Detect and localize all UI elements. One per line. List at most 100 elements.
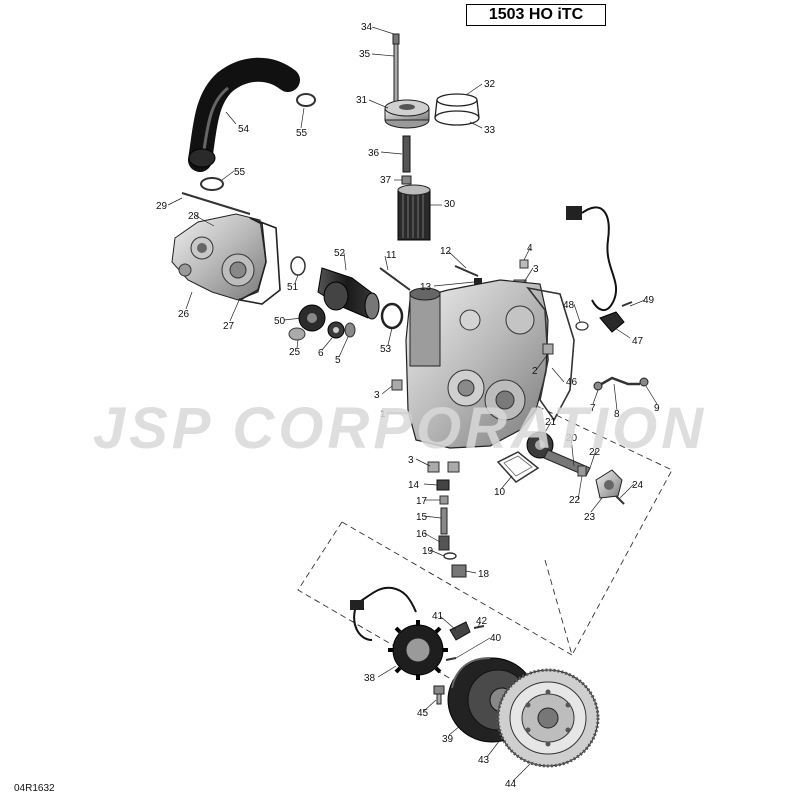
callout-5: 5 — [335, 355, 341, 366]
callout-15: 15 — [416, 512, 428, 523]
callout-8: 8 — [614, 409, 620, 420]
callout-49: 49 — [643, 295, 655, 306]
callout-9: 9 — [654, 403, 660, 414]
callout-45: 45 — [417, 708, 429, 719]
callout-53: 53 — [380, 344, 392, 355]
callout-52: 52 — [334, 248, 346, 259]
callout-39: 39 — [442, 734, 454, 745]
leader-lines — [167, 26, 658, 782]
callout-37: 37 — [380, 175, 392, 186]
seal-part-5 — [344, 322, 356, 338]
callout-12: 12 — [440, 246, 452, 257]
callout-50: 50 — [274, 316, 286, 327]
fitting-part-9 — [639, 377, 649, 387]
clamp-part-51 — [290, 256, 306, 276]
callout-29: 29 — [156, 201, 168, 212]
callout-33: 33 — [484, 125, 496, 136]
washer-part-22 — [577, 465, 587, 477]
valve-part-15 — [440, 507, 448, 535]
oil-filter-cover-part-31 — [384, 99, 430, 129]
callout-31: 31 — [356, 95, 368, 106]
callout-7: 7 — [590, 403, 596, 414]
gasket-inner-part-10 — [503, 455, 533, 477]
gasket-part-10 — [496, 451, 540, 483]
washer-part-37 — [401, 175, 412, 185]
callout-22: 22 — [589, 447, 601, 458]
dowel-part-2 — [542, 343, 554, 355]
pump-shaft-assembly-part-52 — [317, 267, 380, 320]
callout-51: 51 — [287, 282, 299, 293]
dowel-part-3b — [391, 379, 403, 391]
callout-25: 25 — [289, 347, 301, 358]
callout-48: 48 — [563, 300, 575, 311]
callout-24: 24 — [632, 480, 644, 491]
callout-42: 42 — [476, 616, 488, 627]
bolt-part-12 — [454, 265, 479, 277]
callout-23: 23 — [584, 512, 596, 523]
stator-part-38 — [350, 586, 448, 680]
callout-10: 10 — [494, 487, 506, 498]
bolt-part-11 — [379, 267, 411, 291]
o-ring-part-32-33 — [434, 93, 480, 126]
callout-3: 3 — [374, 390, 380, 401]
magneto-housing-part-1 — [405, 279, 549, 449]
plug-part-18 — [451, 564, 467, 578]
callout-3: 3 — [533, 264, 539, 275]
clip-part-41 — [449, 621, 471, 641]
callout-labels: 1 2 3 3 3 3 4 5 6 7 8 9 10 11 12 13 14 1… — [156, 22, 660, 790]
callout-41: 41 — [432, 611, 444, 622]
callout-3: 3 — [408, 455, 414, 466]
oil-filter-part-30 — [397, 184, 431, 241]
oil-pipe-part-8 — [597, 376, 640, 388]
callout-11: 11 — [386, 250, 397, 261]
model-title: 1503 HO iTC — [466, 4, 606, 26]
ring-gear-part-44 — [496, 668, 600, 768]
spring-part-36 — [402, 135, 411, 173]
callout-19: 19 — [422, 546, 434, 557]
o-ring-part-19 — [443, 552, 457, 560]
callout-34: 34 — [361, 22, 373, 33]
callout-1: 1 — [380, 409, 386, 420]
callout-2: 2 — [532, 366, 538, 377]
reference-code: 04R1632 — [14, 783, 55, 794]
callout-6: 6 — [318, 348, 324, 359]
gear-part-21 — [526, 431, 554, 459]
screw-part-49 — [621, 301, 633, 307]
callout-40: 40 — [490, 633, 502, 644]
callout-26: 26 — [178, 309, 190, 320]
plug-part-14 — [436, 479, 450, 491]
callout-28: 28 — [188, 211, 200, 222]
callout-47: 47 — [632, 336, 644, 347]
callout-14: 14 — [408, 480, 420, 491]
intake-hose-part-54 — [188, 57, 300, 172]
fitting-part-7 — [593, 381, 603, 391]
o-ring-part-48 — [575, 321, 589, 331]
hose-clamp-part-55 — [200, 93, 316, 191]
callout-21: 21 — [545, 417, 557, 428]
spring-part-16 — [438, 535, 450, 551]
screw-part-42 — [473, 625, 485, 629]
callout-35: 35 — [359, 49, 371, 60]
callout-38: 38 — [364, 673, 376, 684]
callout-4: 4 — [527, 243, 533, 254]
impeller-part-50 — [298, 304, 326, 332]
callout-55: 55 — [296, 128, 308, 139]
callout-22: 22 — [569, 495, 581, 506]
plug-part-13 — [474, 278, 482, 286]
callout-44: 44 — [505, 779, 517, 790]
callout-18: 18 — [478, 569, 490, 580]
bearing-part-6 — [327, 321, 345, 339]
callout-32: 32 — [484, 79, 496, 90]
callout-55: 55 — [234, 167, 246, 178]
screw-part-24 — [615, 495, 625, 505]
callout-30: 30 — [444, 199, 456, 210]
pump-gasket-part-27 — [237, 217, 281, 305]
callout-43: 43 — [478, 755, 490, 766]
callout-13: 13 — [420, 282, 432, 293]
pump-cover-part-23 — [595, 469, 623, 499]
screw-part-40 — [445, 657, 457, 661]
callout-20: 20 — [566, 433, 578, 444]
dowels-part-3 — [427, 461, 460, 473]
callout-27: 27 — [223, 321, 235, 332]
callout-17: 17 — [416, 496, 428, 507]
